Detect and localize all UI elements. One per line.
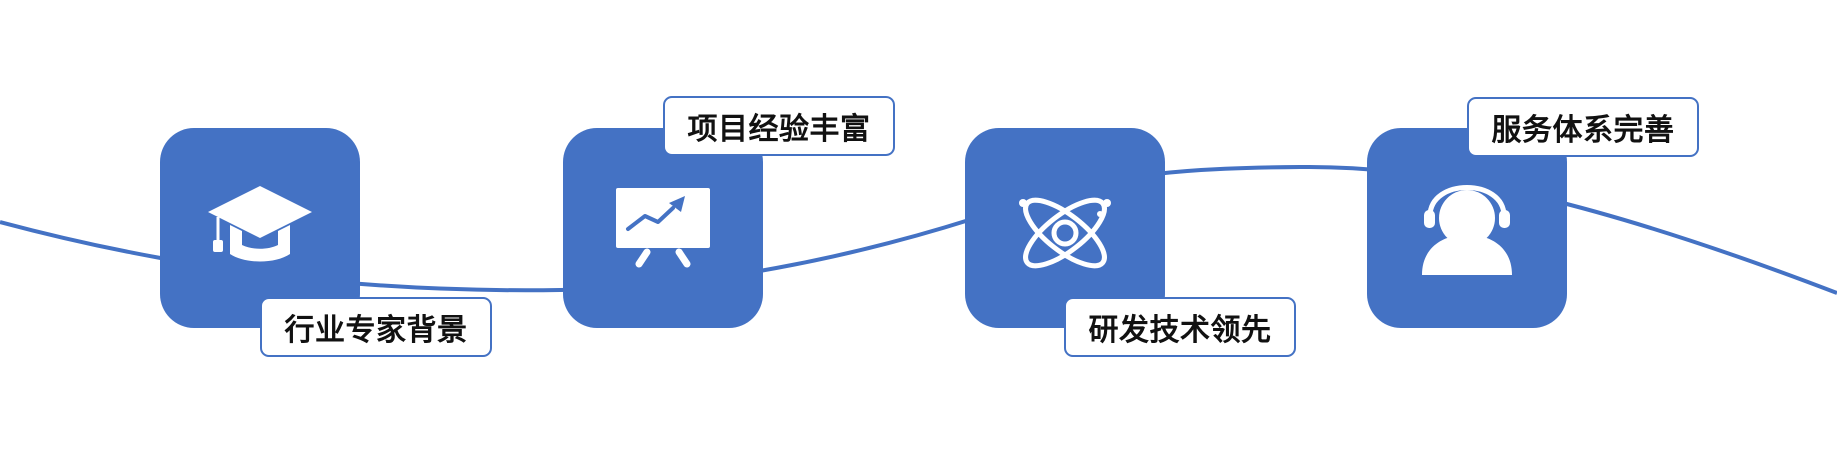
step-2-tile (563, 128, 763, 328)
step-4-label: 服务体系完善 (1467, 97, 1699, 157)
presentation-chart-icon (616, 188, 710, 268)
step-2-label: 项目经验丰富 (663, 96, 895, 156)
step-4-tile (1367, 128, 1567, 328)
step-1-tile (160, 128, 360, 328)
step-3-label: 研发技术领先 (1064, 297, 1296, 357)
graduation-cap-icon (208, 186, 312, 262)
step-3-tile (965, 128, 1165, 328)
step-1-label: 行业专家背景 (260, 297, 492, 357)
headset-user-icon (1422, 185, 1512, 275)
atom-icon (1019, 197, 1111, 269)
